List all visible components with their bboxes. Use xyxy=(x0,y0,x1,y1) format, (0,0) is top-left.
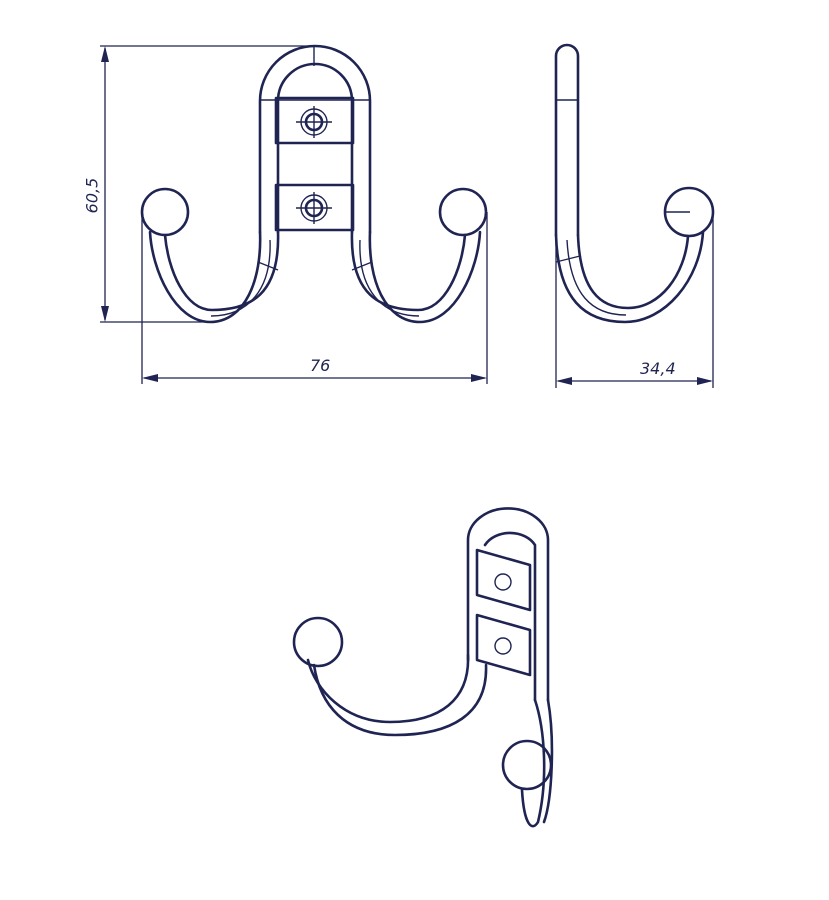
front-view xyxy=(100,44,488,384)
isometric-view xyxy=(292,507,554,828)
left-ball xyxy=(140,187,190,237)
width-dimension-label: 76 xyxy=(310,356,331,375)
right-ball xyxy=(438,187,488,237)
height-dimension-label: 60,5 xyxy=(82,177,102,214)
side-view xyxy=(554,43,715,388)
screw-hole-bottom xyxy=(296,192,332,224)
iso-ball-left xyxy=(292,616,344,668)
iso-ball-right xyxy=(501,739,553,791)
depth-dimension-label: 34,4 xyxy=(640,359,676,378)
screw-hole-top xyxy=(296,106,332,138)
